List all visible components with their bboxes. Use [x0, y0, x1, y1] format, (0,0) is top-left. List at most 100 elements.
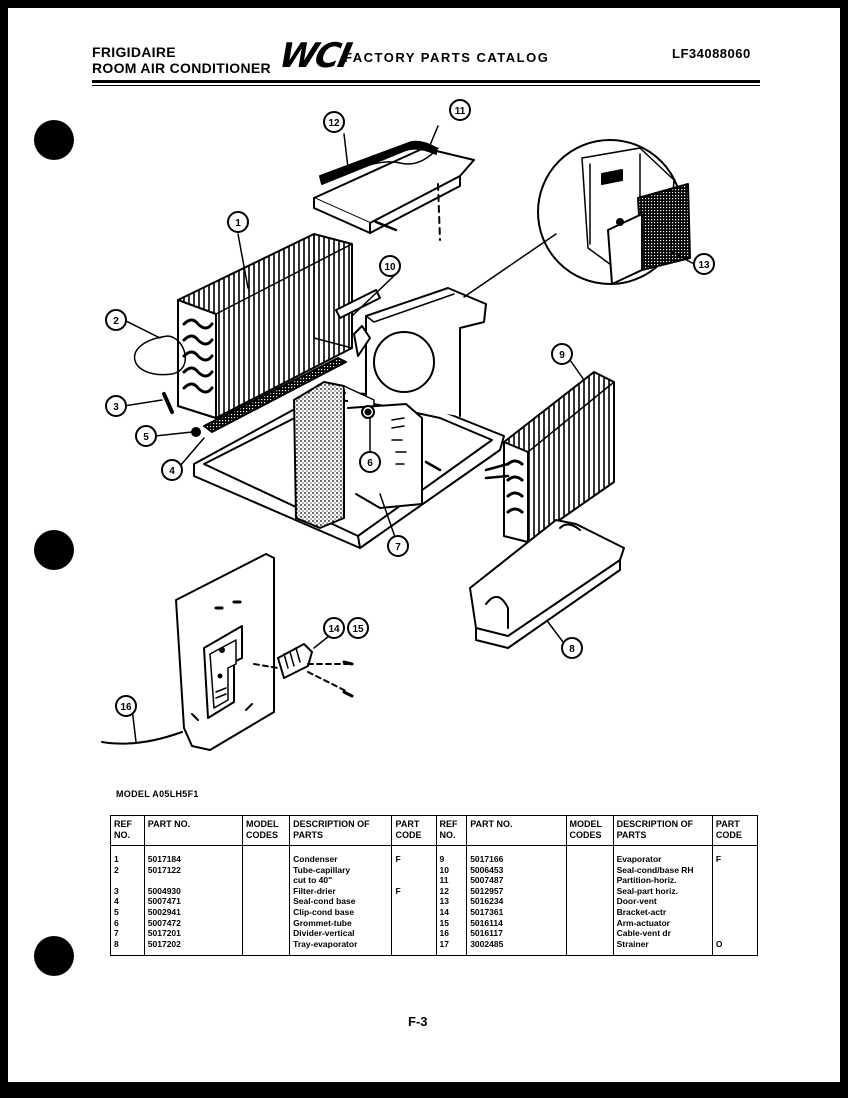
table-header-row: REF NO. PART NO. MODEL CODES DESCRIPTION…: [110, 815, 759, 846]
svg-text:13: 13: [698, 260, 710, 271]
cell-model: [242, 864, 291, 876]
svg-text:4: 4: [169, 466, 175, 477]
parts-table: REF NO. PART NO. MODEL CODES DESCRIPTION…: [110, 815, 759, 957]
cell-model: [565, 875, 614, 886]
seal-part-horiz: [319, 140, 437, 185]
tray-evaporator: [469, 519, 625, 649]
svg-text:8: 8: [569, 644, 575, 655]
cell-part: 5017122: [143, 864, 244, 876]
cell-ref: 16: [435, 928, 468, 939]
header-description: DESCRIPTION OF PARTS: [612, 815, 713, 846]
cell-ref: 12: [435, 885, 468, 897]
partition-horiz: [313, 147, 475, 241]
filter-drier: [162, 392, 174, 414]
evaporator-coil: [484, 371, 615, 543]
cell-desc: Divider-vertical: [289, 928, 393, 939]
callout-7: 7: [387, 535, 409, 557]
cell-model: [565, 896, 614, 907]
cell-model: [242, 885, 291, 897]
cell-code: [391, 917, 437, 929]
svg-text:16: 16: [120, 702, 132, 713]
cell-model: [242, 845, 291, 865]
cell-part: 5016117: [466, 928, 567, 939]
cell-ref: 14: [435, 906, 468, 918]
cell-code: [711, 875, 759, 886]
cell-ref: 15: [435, 917, 468, 929]
cell-part: 3002485: [466, 938, 567, 957]
cell-code: [391, 906, 437, 918]
callout-10: 10: [379, 255, 401, 277]
cell-desc: Partition-horiz.: [612, 875, 713, 886]
cell-part: 5016234: [466, 896, 567, 907]
cell-desc: Tube-capillary: [289, 864, 393, 876]
back-wall: [365, 287, 487, 417]
exploded-parts-diagram: 1 2 3 4 5 6 7 8 9 10 11 12 13 14 15 16: [101, 99, 715, 751]
cell-desc: Cable-vent dr: [612, 928, 713, 939]
cell-code: [711, 917, 759, 929]
cell-ref: 7: [110, 928, 145, 939]
svg-text:12: 12: [328, 118, 340, 129]
cell-code: F: [711, 845, 759, 865]
cell-desc: Seal-cond/base RH: [612, 864, 713, 876]
cell-part: 5002941: [143, 906, 244, 918]
cell-ref: 6: [110, 917, 145, 929]
door-vent-detail: [463, 139, 691, 298]
cell-model: [242, 906, 291, 918]
cell-desc: Grommet-tube: [289, 917, 393, 929]
svg-text:9: 9: [559, 350, 565, 361]
cell-code: [711, 928, 759, 939]
document-id: LF34088060: [672, 46, 751, 61]
cell-code: [391, 896, 437, 907]
cell-part: 5007472: [143, 917, 244, 929]
cell-desc: Filter-drier: [289, 885, 393, 897]
cell-part: 5017201: [143, 928, 244, 939]
callout-5: 5: [135, 425, 157, 447]
cell-model: [565, 845, 614, 865]
callout-9: 9: [551, 343, 573, 365]
header-model-codes: MODEL CODES: [242, 815, 291, 846]
cell-code: [711, 864, 759, 876]
cell-ref: 10: [435, 864, 468, 876]
cell-model: [242, 917, 291, 929]
cell-model: [242, 875, 291, 886]
cable-vent: [101, 731, 183, 745]
cell-code: [711, 885, 759, 897]
cell-code: [391, 928, 437, 939]
cell-desc: Bracket-actr: [612, 906, 713, 918]
condenser-coil: [177, 233, 353, 419]
callout-15: 15: [347, 617, 369, 639]
seal-cond-base-rh: [335, 289, 381, 319]
bracket-actuator: [253, 631, 354, 698]
cell-part: 5017361: [466, 906, 567, 918]
clip-cond-base: [191, 427, 201, 437]
cell-part: 5017184: [143, 845, 244, 865]
binder-hole: [34, 936, 74, 976]
binder-hole: [34, 120, 74, 160]
cell-part: 5007471: [143, 896, 244, 907]
cell-model: [565, 928, 614, 939]
cell-part: 5016114: [466, 917, 567, 929]
product-line: ROOM AIR CONDITIONER: [92, 60, 271, 76]
cell-part: 5012957: [466, 885, 567, 897]
capillary-tube: [134, 335, 187, 376]
cell-model: [565, 917, 614, 929]
cell-code: [391, 938, 437, 957]
cell-ref: 13: [435, 896, 468, 907]
cell-code: [391, 875, 437, 886]
header-description: DESCRIPTION OF PARTS: [289, 815, 393, 846]
callout-16: 16: [115, 695, 137, 717]
header-part-no: PART NO.: [466, 815, 567, 846]
cell-code: [711, 896, 759, 907]
cell-part: 5017202: [143, 938, 244, 957]
cell-desc: Seal-cond base: [289, 896, 393, 907]
svg-text:14: 14: [328, 624, 340, 635]
header-ref-no: REF NO.: [435, 815, 468, 846]
model-label: MODEL A05LH5F1: [116, 789, 199, 799]
svg-text:15: 15: [352, 624, 364, 635]
cell-ref: [110, 875, 145, 886]
